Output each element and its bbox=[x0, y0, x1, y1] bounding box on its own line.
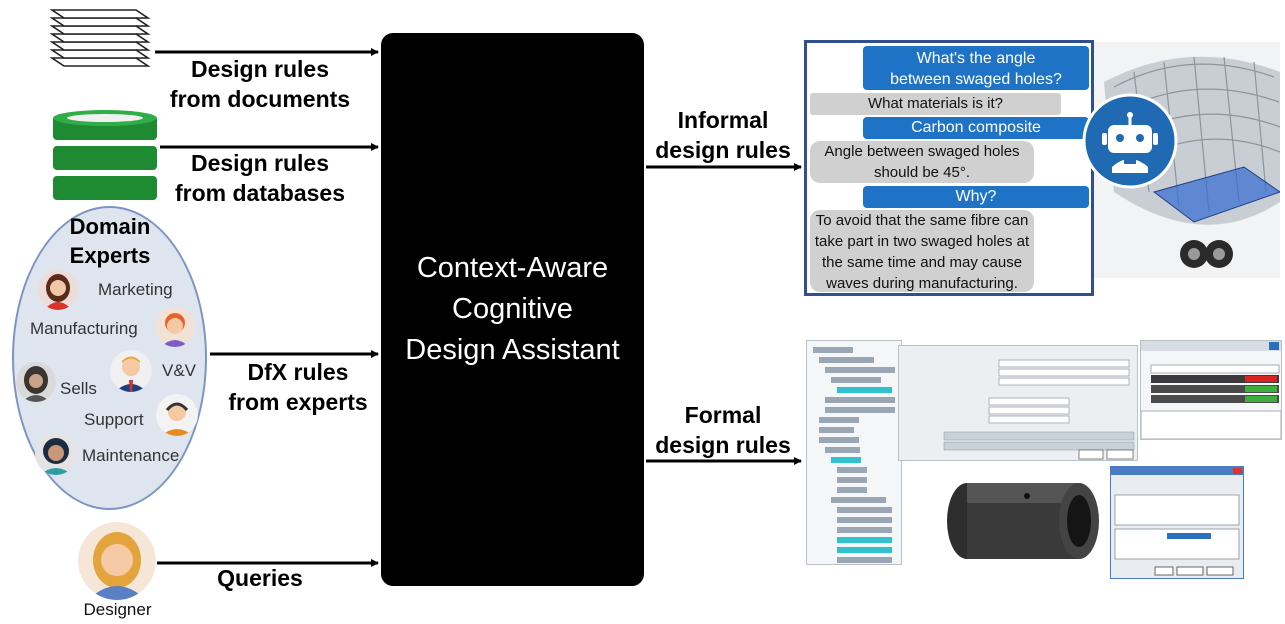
designer-label: Designer bbox=[83, 600, 152, 619]
robot-icon bbox=[1082, 93, 1178, 189]
chat-panel: What's the angle between swaged holes? W… bbox=[804, 40, 1094, 296]
designer-avatar bbox=[78, 522, 156, 600]
reports-panel bbox=[1140, 340, 1282, 440]
vv-avatar bbox=[110, 350, 152, 392]
role-support: Support bbox=[84, 410, 144, 429]
domain-experts-title: Domain Experts bbox=[69, 214, 151, 268]
design-assistant-title: Context-Aware Cognitive Design Assistant bbox=[405, 252, 620, 366]
experts-label: DfX rules from experts bbox=[228, 359, 368, 415]
chat-user-message: Carbon composite bbox=[863, 117, 1089, 139]
marketing-avatar bbox=[38, 270, 78, 310]
databases-label: Design rules from databases bbox=[174, 150, 345, 206]
chat-user-message: What's the angle between swaged holes? bbox=[863, 46, 1089, 90]
formal-rules-label: Formal design rules bbox=[655, 402, 791, 458]
documents-label: Design rules from documents bbox=[169, 56, 351, 112]
chat-assistant-message: Angle between swaged holes should be 45°… bbox=[810, 141, 1034, 183]
role-sells: Sells bbox=[60, 379, 97, 398]
chat-assistant-message: To avoid that the same fibre can take pa… bbox=[810, 210, 1034, 292]
rule-properties-dialog bbox=[898, 345, 1138, 461]
part-3d-render bbox=[947, 483, 1099, 559]
queries-label: Queries bbox=[217, 565, 303, 591]
sells-avatar bbox=[16, 362, 56, 402]
support-avatar bbox=[156, 394, 198, 436]
role-vv: V&V bbox=[162, 361, 197, 380]
verification-editor-dialog bbox=[1110, 466, 1244, 579]
rules-tree-panel bbox=[806, 340, 902, 565]
role-manufacturing: Manufacturing bbox=[30, 319, 138, 338]
manufacturing-avatar bbox=[155, 307, 195, 347]
role-maintenance: Maintenance bbox=[82, 446, 180, 465]
chat-user-message: Why? bbox=[863, 186, 1089, 208]
chat-assistant-message: What materials is it? bbox=[810, 93, 1061, 115]
document-stack-icon bbox=[49, 9, 151, 67]
informal-rules-label: Informal design rules bbox=[655, 107, 791, 163]
maintenance-avatar bbox=[35, 433, 77, 475]
role-marketing: Marketing bbox=[98, 280, 173, 299]
database-icon bbox=[53, 110, 157, 200]
design-assistant-box: Context-Aware Cognitive Design Assistant bbox=[381, 33, 644, 586]
